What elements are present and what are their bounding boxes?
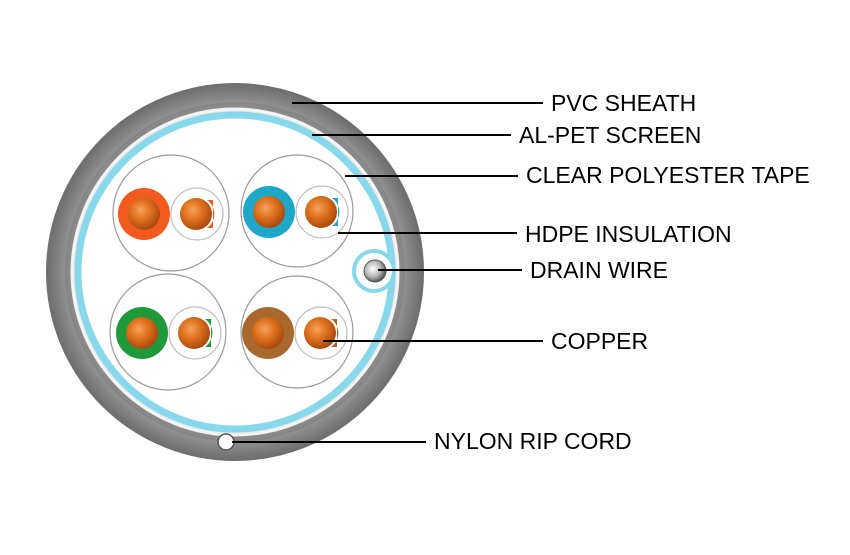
label-drain-wire: DRAIN WIRE — [530, 257, 668, 283]
nylon-rip-cord — [217, 433, 235, 451]
clear-polyester-tape — [74, 111, 396, 433]
label-pvc-sheath: PVC SHEATH — [551, 90, 697, 116]
pair-orange — [112, 154, 230, 272]
pair-green — [109, 273, 227, 391]
pair-brown — [240, 275, 354, 389]
label-clear-polyester-tape: CLEAR POLYESTER TAPE — [526, 162, 810, 188]
sheath-inner-ring — [65, 102, 405, 442]
label-copper: COPPER — [551, 328, 649, 354]
leader-lines — [232, 102, 543, 443]
label-hdpe-insulation: HDPE INSULATION — [525, 221, 732, 247]
label-al-pet-screen: AL-PET SCREEN — [519, 122, 702, 148]
pair-blue — [240, 154, 354, 268]
label-nylon-rip-cord: NYLON RIP CORD — [434, 428, 632, 454]
